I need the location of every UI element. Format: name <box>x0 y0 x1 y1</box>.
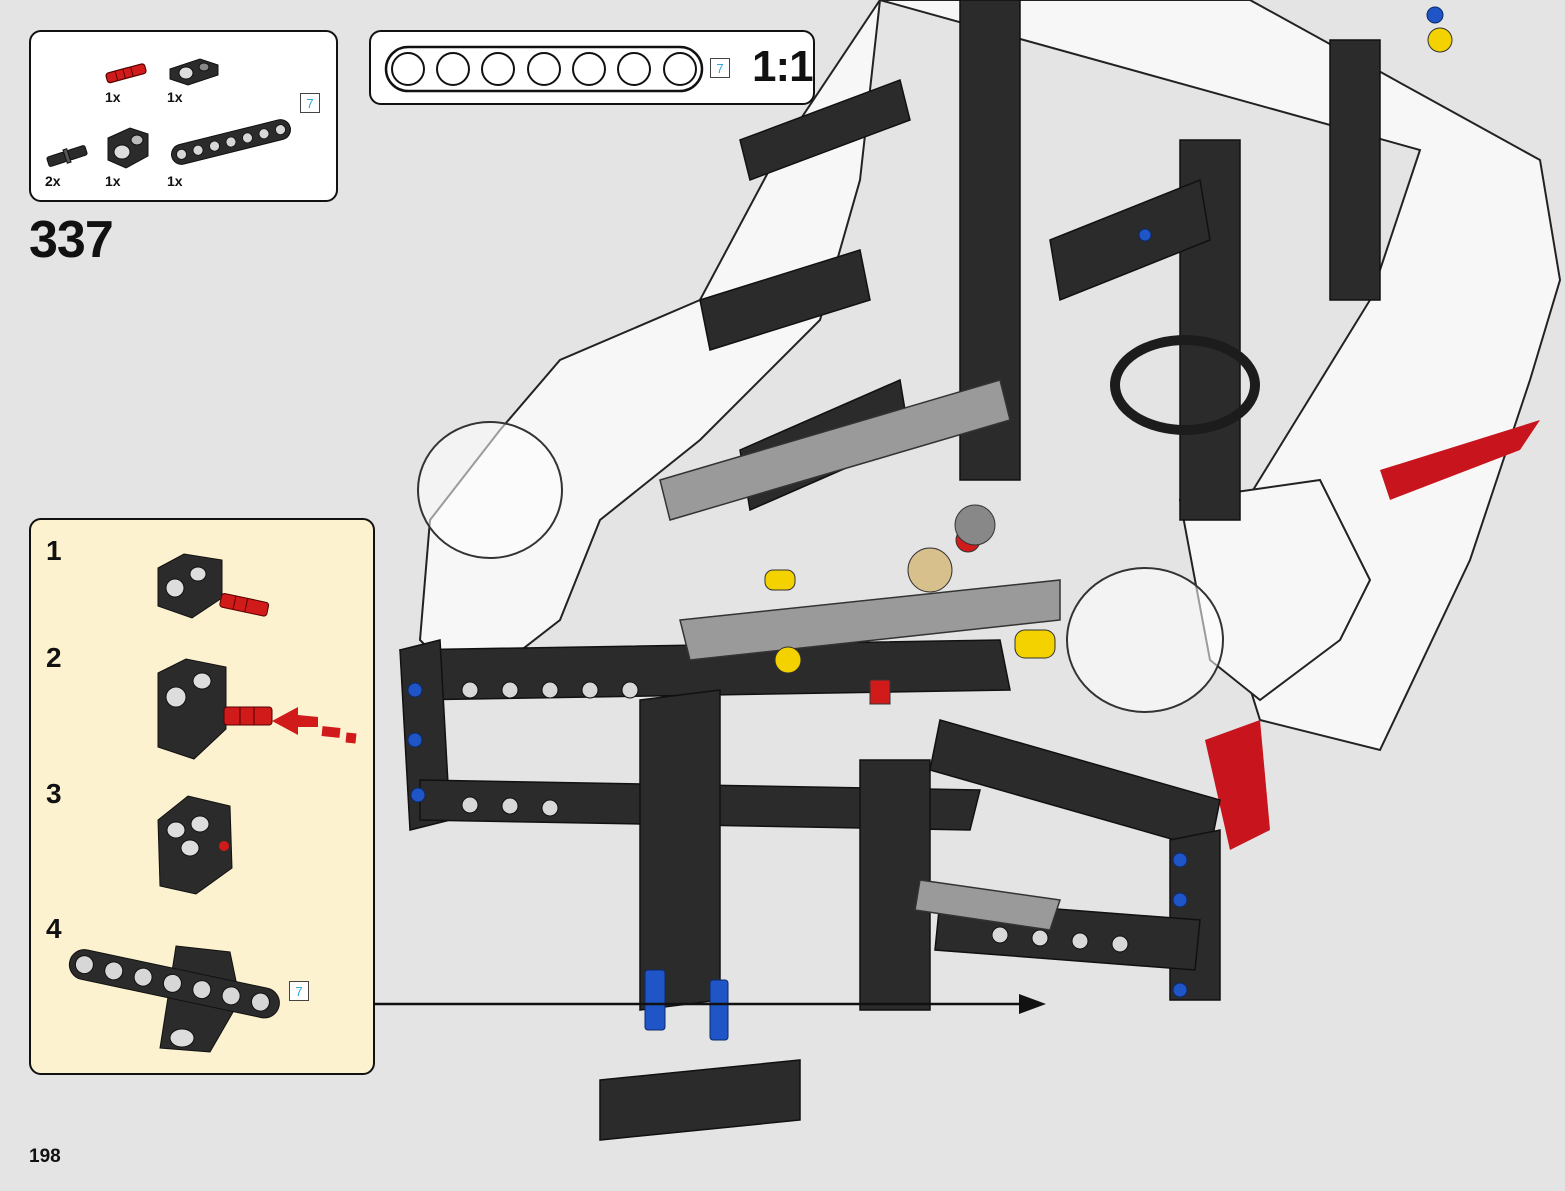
steering-wheel <box>1110 335 1260 435</box>
sub-step-3-number: 3 <box>46 778 62 809</box>
sub-step-2-parts <box>157 658 357 760</box>
part-beam-7 <box>171 119 291 165</box>
model-illustration <box>399 0 1562 1141</box>
sub-step-1-number: 1 <box>46 535 62 566</box>
part-friction-pin-black <box>46 145 88 167</box>
part-axle-pin-red <box>105 63 147 84</box>
sub-step-4-parts <box>68 945 280 1053</box>
part-qty-5: 1x <box>167 173 183 189</box>
sub-step-1-parts <box>157 553 270 619</box>
part-qty-3: 2x <box>45 173 61 189</box>
scale-label: 1:1 <box>752 42 814 91</box>
part-qty-1: 1x <box>105 89 121 105</box>
sub-step-2-number: 2 <box>46 642 62 673</box>
scale-length-badge: 7 <box>710 58 730 78</box>
scale-beam-7 <box>384 45 704 93</box>
part-length-badge: 7 <box>300 93 320 113</box>
callout-arrow <box>374 994 1046 1014</box>
page-number: 198 <box>29 1146 61 1167</box>
sub-step-3-parts <box>157 795 233 895</box>
part-angle-connector <box>107 127 149 169</box>
step-number: 337 <box>29 211 114 269</box>
sub-step-4-length-badge: 7 <box>289 981 309 1001</box>
part-qty-2: 1x <box>167 89 183 105</box>
sub-step-4-number: 4 <box>46 913 62 944</box>
parts-list-callout <box>29 30 338 202</box>
part-qty-4: 1x <box>105 173 121 189</box>
part-connector-block <box>169 58 219 86</box>
